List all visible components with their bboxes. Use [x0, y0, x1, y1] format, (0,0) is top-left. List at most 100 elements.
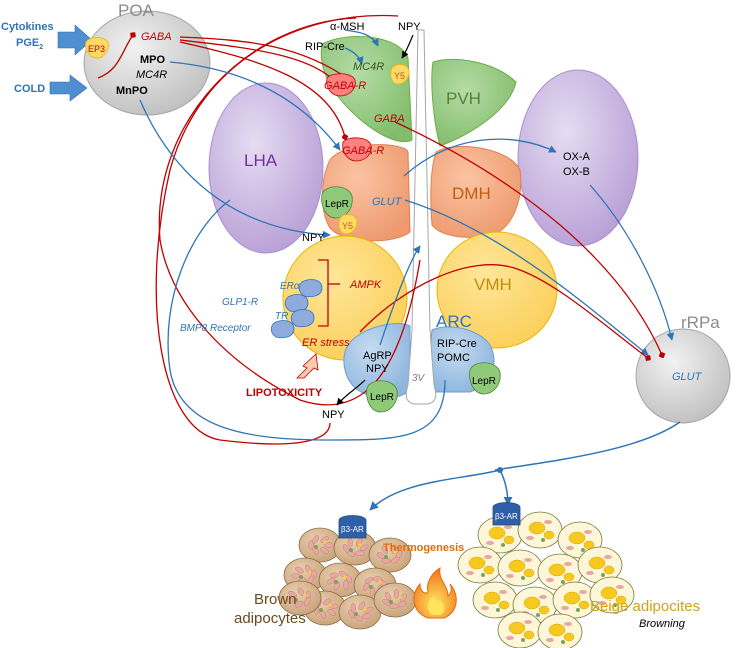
arc-to-upper [379, 245, 421, 346]
npy-arc-to-pvh [155, 14, 399, 445]
beige-adipocyte [497, 611, 543, 648]
pvh-right-lobe [431, 58, 517, 147]
arc-lepr-right-label: LepR [472, 376, 496, 387]
pvh-y5-label: Y5 [394, 71, 405, 81]
beige-adipocyte [517, 511, 563, 549]
er-stress-label: ER stress [302, 337, 350, 349]
beige-adipocyte [537, 553, 583, 591]
pvh-gaba-to-rrpa [394, 121, 662, 355]
b3ar-left-label: β3-AR [341, 525, 364, 534]
alpha-msh-to-mc4r [344, 29, 379, 47]
ampk-label: AMPK [349, 279, 382, 291]
ep3-label: EP3 [88, 44, 105, 54]
brown-adipocyte [368, 537, 412, 573]
pge2-label: PGE2 [16, 37, 43, 51]
pvh-mc4r-label: MC4R [353, 61, 384, 73]
poa-label: POA [118, 1, 155, 20]
vmh-label: VMH [474, 275, 512, 294]
ox-b-label: OX-B [563, 166, 590, 178]
dmh-label: DMH [452, 184, 491, 203]
ripcre-label: RIP-Cre [305, 41, 345, 53]
arc-npy-label: NPY [366, 363, 389, 375]
pvh-gaba-label: GABA [374, 113, 405, 125]
dmh-y5-receptor [338, 214, 358, 235]
brown-adipocyte [338, 594, 382, 630]
brown-label-2: adipocytes [234, 610, 306, 627]
dmh-lepr-label: LepR [325, 199, 349, 210]
bmp8-label: BMP8 Receptor [180, 323, 251, 334]
pvh-gaba-r-receptor [326, 73, 356, 97]
cytokines-arrow [57, 24, 93, 56]
dmh-glut-label: GLUT [372, 196, 403, 208]
poa-mnpo-to-dmh [139, 99, 331, 239]
arc-npy-out-label: NPY [322, 409, 345, 421]
arc-lepr-left-label: LepR [370, 392, 394, 403]
dmh-gaba-r-receptor [342, 137, 372, 162]
brown-adipocyte [373, 582, 417, 618]
ox-to-rrpa [589, 184, 675, 341]
pvh-npy-label: NPY [398, 21, 421, 33]
dmh-y5-label: Y5 [342, 221, 353, 231]
beige-adipocyte [477, 516, 523, 554]
browning-label: Browning [639, 618, 686, 630]
arc-npy-out-arrow [336, 379, 366, 406]
thermogenesis-label: Thermogenesis [383, 542, 464, 554]
sns-node [497, 467, 503, 473]
poa-gaba-to-dmh [179, 41, 345, 137]
beige-adipocyte [537, 613, 583, 648]
poa-gaba-label: GABA [141, 31, 172, 43]
pomc-label: POMC [437, 352, 470, 364]
pvh-gaba-r-label: GABA-R [324, 80, 366, 92]
poa-mc4r-label: MC4R [136, 69, 167, 81]
beige-adipocyte [497, 549, 543, 587]
brown-label-1: Brown [254, 591, 297, 608]
pvh-label: PVH [446, 89, 481, 108]
ox-a-label: OX-A [563, 151, 591, 163]
beige-adipocyte [589, 576, 635, 614]
beige-adipocyte [472, 581, 518, 619]
sns-to-beige [499, 469, 513, 506]
vmh-ampk-to-rrpa [359, 264, 648, 358]
dmh-npy-label: NPY [302, 232, 325, 244]
poa-mpo-to-dmh [169, 61, 341, 151]
lha-right-region [517, 69, 639, 247]
dmh-to-ox [403, 138, 557, 177]
beige-adipocyte [457, 546, 503, 584]
cytokines-label: Cytokines [1, 21, 54, 33]
mnpo-label: MnPO [116, 85, 148, 97]
cold-label: COLD [14, 83, 45, 95]
ripcre-to-pvh [344, 47, 364, 65]
fire-icon [413, 567, 457, 619]
rrpa-to-sns [494, 421, 681, 471]
brown-adipose-cluster [278, 527, 417, 630]
cold-arrow [49, 74, 88, 102]
dmh-gaba-r-label: GABA-R [342, 145, 384, 157]
b3ar-left-receptor [338, 515, 367, 539]
poa-local-gaba [97, 35, 133, 79]
dmh-lepr-receptor [321, 186, 353, 219]
poa-gaba-to-pvh [179, 36, 350, 80]
arc-bottom-loop [167, 199, 446, 441]
era-label: ERα [280, 281, 300, 292]
rrpa-label: rRPa [681, 313, 720, 332]
era-receptor [298, 279, 323, 298]
vmh-bracket [318, 259, 329, 327]
tr-receptor [290, 309, 315, 328]
pvh-y5-receptor [390, 64, 410, 85]
brown-adipocyte [298, 527, 342, 563]
brown-adipocyte [333, 530, 377, 566]
dmh-glut-to-rrpa [404, 199, 649, 356]
arc-label: ARC [436, 312, 472, 331]
tr-label: TR [275, 311, 288, 322]
rrpa-glut: GLUT [672, 371, 703, 383]
third-ventricle-label: 3V [412, 373, 426, 384]
sns-to-brown [369, 469, 501, 511]
arc-lepr-right-receptor [469, 362, 501, 395]
b3ar-right-label: β3-AR [495, 512, 518, 521]
lipotoxicity-label: LIPOTOXICITY [246, 387, 323, 399]
beige-adipocyte [552, 581, 598, 619]
arc-lepr-left-receptor [366, 380, 398, 413]
brown-adipocyte [318, 562, 362, 598]
agrp-label: AgRP [363, 350, 392, 362]
